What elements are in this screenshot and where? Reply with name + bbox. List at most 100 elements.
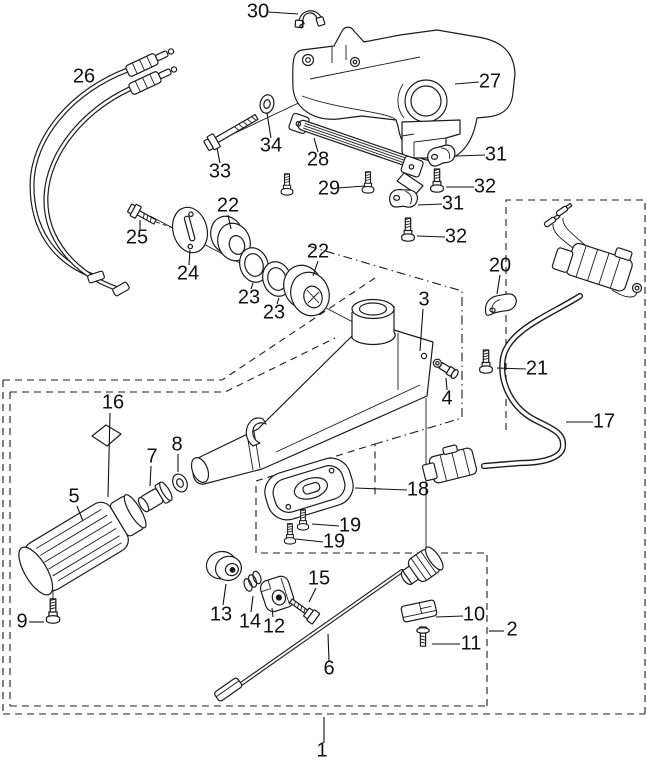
part-9-screw: [45, 598, 61, 624]
part-22-bushing-a: [210, 215, 251, 262]
part-14-spring: [243, 570, 262, 592]
part-18-plate: [264, 457, 354, 521]
part-label-29: 29: [318, 177, 340, 199]
leader-line-31: [417, 203, 443, 206]
leader-line-4: [445, 377, 448, 391]
part-label-34: 34: [260, 134, 282, 156]
leader-line-3: [419, 308, 424, 352]
part-label-6: 6: [323, 657, 334, 679]
part-19-screw-b: [283, 523, 297, 545]
part-label-1: 1: [316, 739, 327, 761]
part-label-23: 23: [263, 301, 285, 323]
part-label-5: 5: [68, 485, 79, 507]
part-15-bolt: [289, 598, 321, 625]
part-label-15: 15: [308, 567, 330, 589]
leader-line-19: [311, 523, 340, 527]
part-29-screw-b: [280, 173, 294, 196]
part-32-screw-b: [401, 217, 415, 242]
leader-line-32: [416, 235, 446, 238]
bullet-terminal-2: [555, 202, 573, 217]
cable-end-1: [87, 270, 105, 284]
rod-knob-end: [400, 546, 444, 585]
part-label-13: 13: [210, 603, 232, 625]
part-label-31: 31: [442, 192, 464, 214]
leader-line-34: [266, 112, 272, 139]
leader-line-28: [313, 137, 319, 153]
part-5-grip: [18, 494, 147, 596]
part-26-throttle-cables: [29, 48, 178, 297]
part-label-21: 21: [526, 357, 548, 379]
leader-line-19: [295, 538, 324, 543]
part-17-wiring-harness: [421, 202, 643, 484]
part-label-17: 17: [593, 410, 615, 432]
part-label-32: 32: [474, 175, 496, 197]
leader-line-22: [227, 214, 232, 230]
part-label-28: 28: [307, 148, 329, 170]
part-label-10: 10: [463, 603, 485, 625]
part-8-washer: [169, 471, 191, 495]
part-label-33: 33: [209, 160, 231, 182]
part-33-bolt: [203, 113, 259, 151]
leader-line-13: [222, 583, 227, 606]
part-24-plate: [171, 206, 209, 254]
part-label-12: 12: [263, 615, 285, 637]
leader-line-12: [271, 607, 274, 618]
harness-connector-top: [551, 242, 633, 292]
part-20-clamp: [484, 293, 517, 316]
leader-line-29: [337, 185, 365, 189]
leader-line-10: [435, 615, 464, 618]
pivot-boss: [351, 298, 396, 346]
part-label-22: 22: [307, 240, 329, 262]
part-label-16: 16: [102, 391, 124, 413]
part-label-24: 24: [177, 262, 199, 284]
part-7-bushing: [137, 481, 173, 513]
leader-line-22: [312, 260, 319, 277]
leader-line-16: [107, 412, 111, 498]
cable-end-2: [112, 281, 130, 297]
part-label-20: 20: [489, 254, 511, 276]
leader-line-6: [327, 633, 330, 662]
part-30-clamp: [294, 10, 326, 29]
part-34-washer: [257, 92, 277, 116]
ring-terminal: [631, 282, 643, 294]
cable-adjuster-1: [125, 48, 175, 77]
harness-connector-bottom: [421, 444, 478, 484]
part-32-screw-a: [430, 168, 444, 193]
leader-line-14: [250, 595, 254, 613]
leader-line-30: [267, 11, 299, 15]
part-label-32: 32: [445, 225, 467, 247]
rod-paddle-end: [214, 677, 243, 702]
leader-line-23: [276, 297, 280, 305]
part-28-cable-slider: [288, 112, 424, 195]
reference-boxes: [2, 199, 646, 715]
part-label-14: 14: [239, 610, 261, 632]
part-label-26: 26: [73, 65, 95, 87]
part-12-cable-holder: [259, 575, 295, 613]
part-label-2: 2: [506, 618, 517, 640]
part-10-friction-plate: [400, 599, 438, 623]
part-4-grease-fitting: [432, 358, 459, 379]
leader-line-21: [496, 367, 527, 370]
leader-line-33: [216, 147, 221, 164]
part-label-23: 23: [238, 286, 260, 308]
cable-adjuster-2: [128, 66, 178, 95]
part-11-screw: [416, 626, 430, 647]
part-29-screw-a: [361, 171, 375, 194]
leader-line-5: [76, 505, 84, 522]
part-6-friction-rod: [214, 546, 444, 702]
leader-line-15: [308, 587, 317, 603]
leader-line-27: [454, 81, 480, 85]
part-label-11: 11: [461, 632, 482, 654]
part-label-7: 7: [146, 445, 157, 467]
leader-line-18: [354, 487, 408, 491]
part-22-bushing-b: [283, 264, 330, 317]
part-label-22: 22: [217, 194, 239, 216]
part-label-4: 4: [441, 387, 452, 409]
part-label-9: 9: [16, 610, 27, 632]
part-label-19: 19: [339, 514, 361, 536]
part-label-19: 19: [323, 530, 345, 552]
part-label-27: 27: [479, 70, 501, 92]
